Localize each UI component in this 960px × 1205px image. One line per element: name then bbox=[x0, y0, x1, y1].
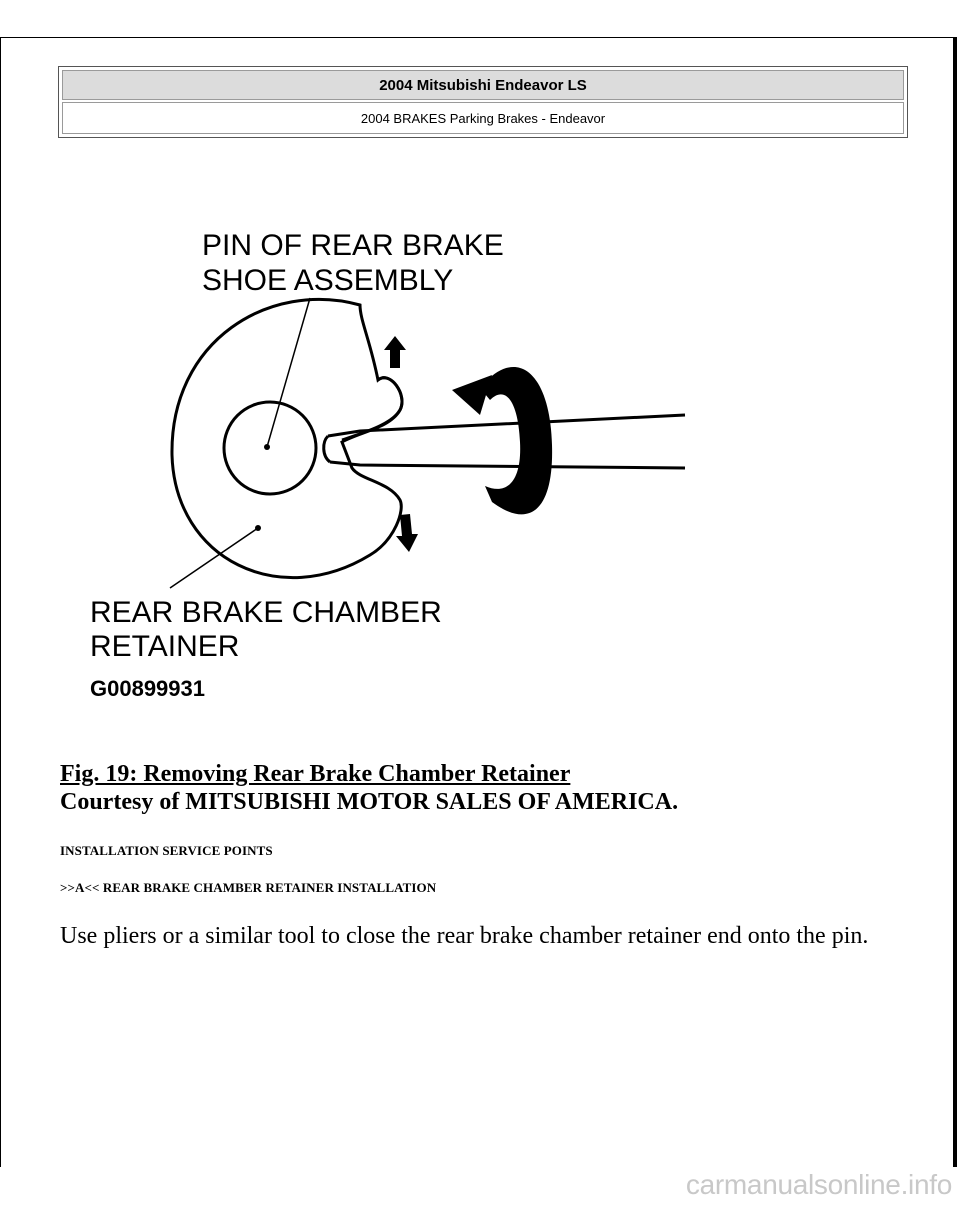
footer-bar: carmanualsonline.info bbox=[0, 1167, 960, 1205]
retainer-leader bbox=[169, 527, 259, 589]
rotation-arrow bbox=[480, 366, 553, 515]
pin-leader bbox=[266, 297, 311, 448]
header-title: 2004 Mitsubishi Endeavor LS bbox=[62, 70, 904, 100]
down-arrow bbox=[396, 514, 418, 552]
label-pin-line1: PIN OF REAR BRAKE bbox=[202, 229, 504, 262]
brake-retainer-figure: PIN OF REAR BRAKE SHOE ASSEMBLY REAR BRA… bbox=[60, 210, 700, 710]
label-retainer-line1: REAR BRAKE CHAMBER bbox=[90, 596, 442, 629]
up-arrow bbox=[384, 336, 406, 368]
pin-circle bbox=[222, 400, 318, 496]
page-frame bbox=[0, 37, 957, 1167]
section-heading-retainer-installation: >>A<< REAR BRAKE CHAMBER RETAINER INSTAL… bbox=[60, 880, 437, 895]
tool-tip bbox=[322, 434, 332, 464]
instruction-text: Use pliers or a similar tool to close th… bbox=[60, 923, 869, 949]
caption-courtesy: Courtesy of MITSUBISHI MOTOR SALES OF AM… bbox=[60, 789, 679, 815]
retainer-diagram: PIN OF REAR BRAKE SHOE ASSEMBLY REAR BRA… bbox=[90, 229, 686, 701]
figure-code: G00899931 bbox=[90, 676, 205, 701]
retainer-outline bbox=[341, 376, 404, 442]
label-pin-line2: SHOE ASSEMBLY bbox=[202, 264, 453, 297]
rotation-arrowhead bbox=[452, 375, 492, 415]
header-subtitle: 2004 BRAKES Parking Brakes - Endeavor bbox=[62, 102, 904, 134]
caption-title: Fig. 19: Removing Rear Brake Chamber Ret… bbox=[60, 761, 571, 787]
label-retainer-line2: RETAINER bbox=[90, 630, 239, 663]
watermark: carmanualsonline.info bbox=[685, 1169, 952, 1200]
document-header: 2004 Mitsubishi Endeavor LS 2004 BRAKES … bbox=[58, 66, 908, 138]
figure-caption: Fig. 19: Removing Rear Brake Chamber Ret… bbox=[60, 760, 920, 816]
tool-shaft bbox=[327, 413, 686, 470]
section-heading-service-points: INSTALLATION SERVICE POINTS bbox=[60, 843, 273, 858]
